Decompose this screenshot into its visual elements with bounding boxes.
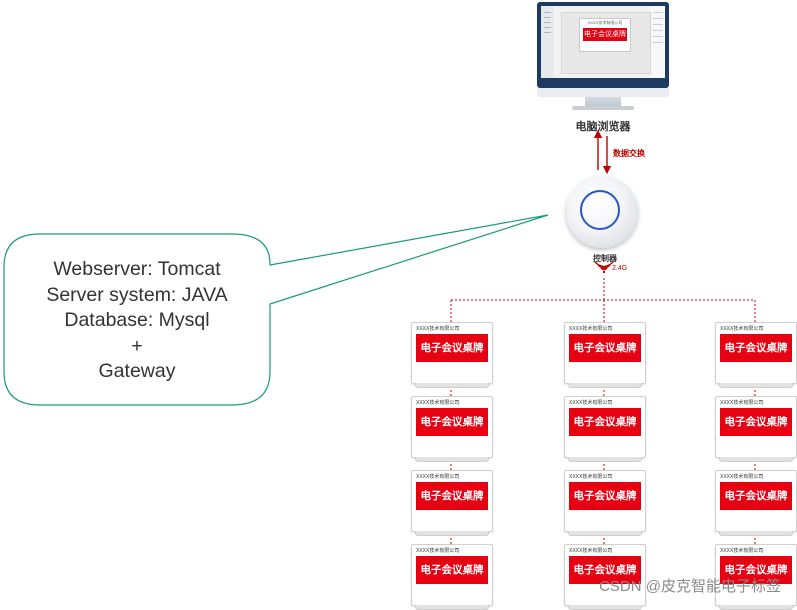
monitor-stand [585,97,621,107]
card-title: 电子会议桌牌 [720,334,792,362]
card-stand [719,457,793,462]
card-stand [415,383,489,388]
card-stand [415,531,489,536]
table-card-r2-c3: XXXX技术有限公司电子会议桌牌 [715,396,797,462]
watermark: CSDN @皮克智能电子标签 [599,578,781,595]
bubble-text: Webserver: Tomcat Server system: JAVA Da… [8,257,266,385]
monitor-chin [537,88,669,97]
frequency-label: 2.4G [612,265,628,272]
bubble-line-gateway: Gateway [98,360,176,382]
wifi-signal-icon [594,261,614,274]
bubble-line-database: Database: Mysql [64,309,210,331]
screen-card-title: 电子会议桌牌 [583,28,627,41]
card-stand [719,531,793,536]
browser-label: 电脑浏览器 [575,121,631,133]
monitor-icon: XXXX技术有限公司 电子会议桌牌 [537,2,669,88]
controller-icon [566,176,638,248]
card-company: XXXX技术有限公司 [416,548,460,554]
card-title: 电子会议桌牌 [569,482,641,510]
speech-bubble [3,214,549,406]
card-title: 电子会议桌牌 [416,334,488,362]
card-company: XXXX技术有限公司 [569,474,613,480]
screen-card-preview: XXXX技术有限公司 电子会议桌牌 [579,18,631,52]
card-stand [568,531,642,536]
table-card-r4-c1: XXXX技术有限公司电子会议桌牌 [411,544,493,610]
table-card-r2-c2: XXXX技术有限公司电子会议桌牌 [564,396,646,462]
card-title: 电子会议桌牌 [720,408,792,436]
card-company: XXXX技术有限公司 [416,474,460,480]
card-company: XXXX技术有限公司 [416,326,460,332]
card-stand [415,605,489,610]
controller-label: 控制器 [593,254,617,263]
card-company: XXXX技术有限公司 [569,548,613,554]
card-title: 电子会议桌牌 [720,482,792,510]
card-stand [568,605,642,610]
data-exchange-label: 数据交换 [613,149,645,158]
card-stand [719,605,793,610]
dotted-tree [450,278,756,544]
card-title: 电子会议桌牌 [416,482,488,510]
screen-sidebar [541,6,554,78]
card-title: 电子会议桌牌 [416,408,488,436]
controller-ring [580,190,620,230]
table-card-r1-c1: XXXX技术有限公司电子会议桌牌 [411,322,493,388]
table-card-r3-c3: XXXX技术有限公司电子会议桌牌 [715,470,797,536]
table-card-r3-c2: XXXX技术有限公司电子会议桌牌 [564,470,646,536]
screen-properties-panel [651,6,665,78]
card-title: 电子会议桌牌 [720,556,792,584]
card-company: XXXX技术有限公司 [720,400,764,406]
card-title: 电子会议桌牌 [569,556,641,584]
card-company: XXXX技术有限公司 [416,400,460,406]
card-title: 电子会议桌牌 [569,408,641,436]
table-card-r3-c1: XXXX技术有限公司电子会议桌牌 [411,470,493,536]
card-company: XXXX技术有限公司 [720,548,764,554]
card-stand [415,457,489,462]
table-card-r1-c2: XXXX技术有限公司电子会议桌牌 [564,322,646,388]
card-company: XXXX技术有限公司 [569,400,613,406]
card-title: 电子会议桌牌 [416,556,488,584]
bubble-line-plus: + [131,334,143,357]
bubble-line-webserver: Webserver: Tomcat [53,258,221,280]
table-card-r2-c1: XXXX技术有限公司电子会议桌牌 [411,396,493,462]
monitor-base [572,106,634,110]
card-stand [568,457,642,462]
card-title: 电子会议桌牌 [569,334,641,362]
card-stand [568,383,642,388]
card-company: XXXX技术有限公司 [720,474,764,480]
card-company: XXXX技术有限公司 [569,326,613,332]
table-card-r1-c3: XXXX技术有限公司电子会议桌牌 [715,322,797,388]
bubble-line-server-system: Server system: JAVA [46,283,228,306]
screen-card-company: XXXX技术有限公司 [587,20,623,25]
card-company: XXXX技术有限公司 [720,326,764,332]
monitor-screen: XXXX技术有限公司 电子会议桌牌 [541,6,665,78]
card-stand [719,383,793,388]
